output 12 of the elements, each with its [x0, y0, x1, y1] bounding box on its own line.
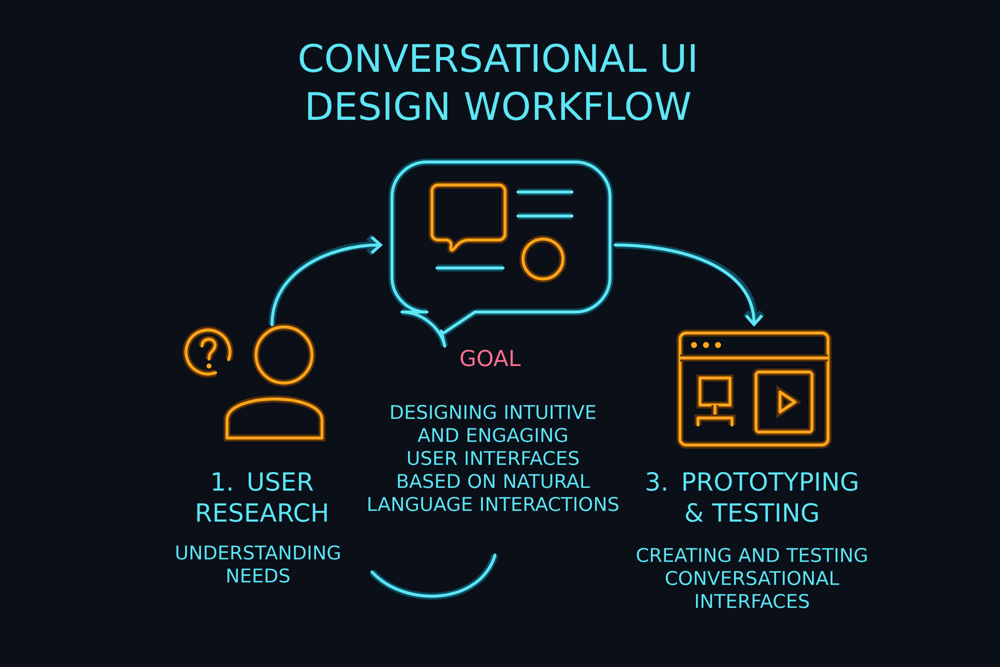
title: CONVERSATIONAL UI DESIGN WORKFLOW: [300, 44, 695, 120]
description: DESIGNING INTUITIVE AND ENGAGING USER INTERFACES BASED ON NATURAL LANGUAGE INTERACTIONS: [368, 404, 618, 512]
arrow: [614, 242, 765, 327]
heading: 1. USER RESEARCH: [197, 472, 327, 522]
heading: GOAL: [460, 350, 521, 366]
speech-bubble-icon: [388, 158, 614, 350]
person-icon: [182, 324, 326, 442]
description: CREATING AND TESTING CONVERSATIONAL INTERFACES: [636, 548, 867, 608]
description: UNDERSTANDING NEEDS: [176, 545, 340, 583]
browser-window-icon: [676, 330, 832, 448]
heading: 3. PROTOTYPING & TESTING: [646, 472, 858, 522]
arrow: [268, 234, 383, 326]
